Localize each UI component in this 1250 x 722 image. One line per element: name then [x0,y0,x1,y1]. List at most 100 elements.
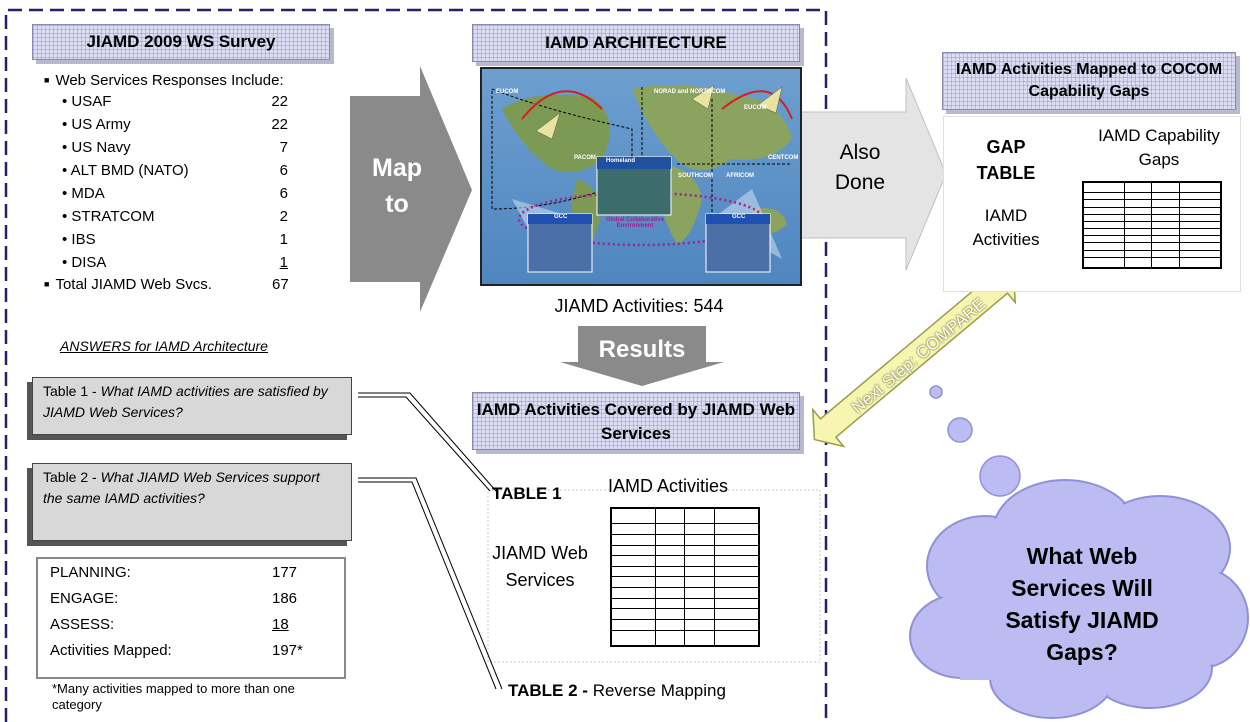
grid-cell [1151,235,1181,244]
covered-title: IAMD Activities Covered by JIAMD Web Ser… [472,392,800,450]
stats-value: 177 [272,564,298,581]
survey-item: • USAF [62,93,302,110]
grid-row [1082,192,1222,201]
grid-cell [1082,192,1125,201]
bullet-icon: • [62,162,71,179]
grid-cell [1179,199,1222,208]
answers-heading: ANSWERS for IAMD Architecture [60,338,268,354]
survey-intro: ■Web Services Responses Include: [44,72,284,89]
grid-row [610,576,760,589]
grid-row [1082,199,1222,208]
grid-row [1082,228,1222,237]
grid-cell [1179,242,1222,251]
survey-item-count: 22 [271,93,288,110]
bullet-icon: • [62,231,72,248]
survey-item-name: MDA [71,185,105,202]
grid-cell [714,608,760,620]
grid-cell [684,587,716,599]
survey-panel [26,70,348,308]
cloud-text: What Web Services Will Satisfy JIAMD Gap… [1005,543,1159,665]
stats-label: ENGAGE: [50,590,119,607]
grid-cell [654,618,686,631]
grid-cell [1151,213,1181,222]
grid-row [610,597,760,610]
grid-cell [610,555,656,567]
grid-cell [610,523,656,536]
covered-col-label: IAMD Activities [608,476,729,496]
grid-cell [684,507,716,525]
grid-cell [684,608,716,620]
survey-item-count: 1 [279,231,288,248]
grid-cell [654,629,686,647]
grid-cell [1123,220,1153,230]
grid-cell [610,608,656,620]
grid-cell [1123,242,1153,251]
grid-cell [1123,256,1153,269]
grid-cell [1151,249,1181,258]
covered-row-label: JIAMD Web Services [492,543,588,590]
grid-cell [654,534,686,546]
survey-intro-text: Web Services Responses Include: [55,72,284,89]
architecture-title: IAMD ARCHITECTURE [472,24,800,62]
grid-cell [1082,181,1125,194]
survey-item: • DISA [62,254,302,271]
grid-row [1082,213,1222,222]
grid-row [610,565,760,578]
survey-total-label: Total JIAMD Web Svcs. [55,276,212,293]
survey-item: • ALT BMD (NATO) [62,162,302,179]
map-to-label: Map to [362,150,432,222]
survey-item-name: STRATCOM [71,208,155,225]
gaps-row-label: IAMD Activities [972,206,1040,249]
grid-cell [1123,235,1153,244]
results-label: Results [598,336,686,363]
grid-cell [610,576,656,589]
survey-item-name: US Navy [71,139,131,156]
grid-cell [1179,220,1222,230]
also-done-label: Also Done [810,138,910,198]
bullet-icon: • [62,185,72,202]
covered-table-grid [610,507,760,647]
grid-cell [654,587,686,599]
grid-cell [684,576,716,589]
grid-row [610,523,760,536]
table1-connector [358,396,491,492]
grid-cell [1179,228,1222,237]
survey-item: • US Army [62,116,302,133]
grid-cell [1179,192,1222,201]
grid-cell [654,576,686,589]
grid-cell [1179,235,1222,244]
survey-item: • STRATCOM [62,208,302,225]
grid-cell [1151,206,1181,215]
grid-row [1082,235,1222,244]
grid-cell [654,597,686,610]
grid-cell [684,534,716,546]
map-to-line1: Map [372,154,422,182]
survey-item-count: 2 [279,208,288,225]
grid-row [610,587,760,599]
table2-prefix: Table 2 - [43,469,101,485]
map-label-centcom: CENTCOM [768,155,799,161]
map-to-arrow [350,66,472,312]
table2-label-rest: Reverse Mapping [587,681,726,700]
grid-cell [1082,199,1125,208]
gaps-col-label: IAMD Capability Gaps [1098,126,1220,169]
grid-row [610,555,760,567]
grid-cell [1123,213,1153,222]
stats-box [36,557,346,679]
grid-row [610,629,760,647]
bullet-icon: • [62,254,72,271]
survey-item: • IBS [62,231,302,248]
map-label-gcc-left: GCC [554,214,568,220]
map-label-africom: AFRICOM [726,173,754,179]
table1-question-box: Table 1 - What IAMD activities are satis… [32,377,352,435]
grid-cell [654,555,686,567]
survey-total: ■Total JIAMD Web Svcs. [44,276,212,293]
grid-cell [1082,249,1125,258]
grid-cell [1082,242,1125,251]
table1-question: What IAMD activities are satisfied by JI… [43,383,328,420]
grid-cell [654,507,686,525]
stats-value: 18 [272,616,289,633]
table1-prefix: Table 1 - [43,383,101,399]
stats-footnote: *Many activities mapped to more than one… [52,681,295,712]
